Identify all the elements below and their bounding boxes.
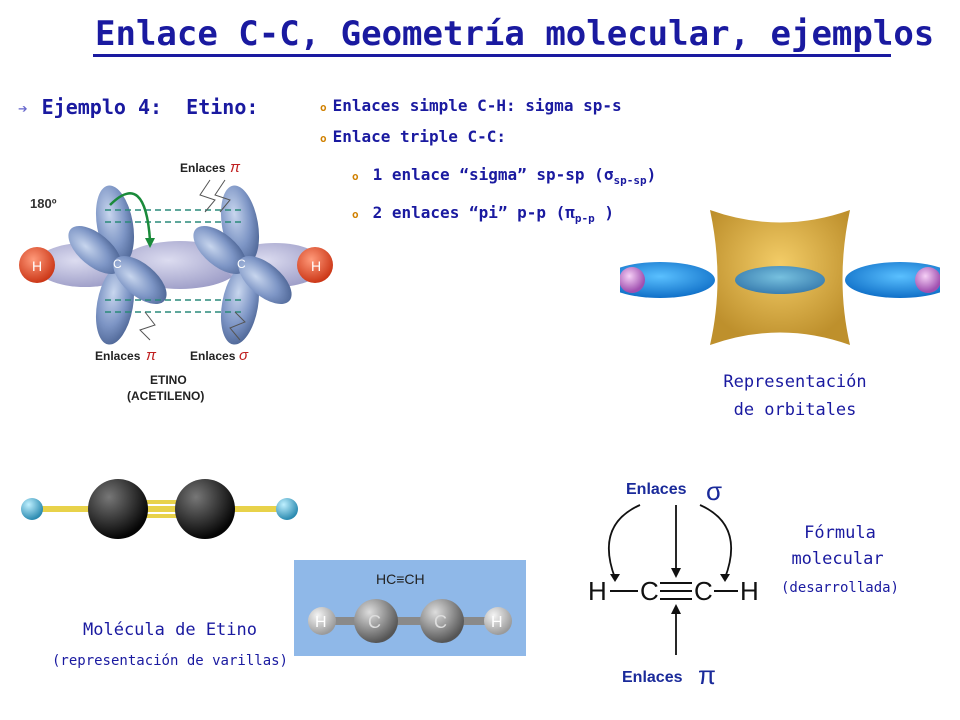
arrow-icon: ➔ xyxy=(18,99,28,118)
pi-lobe xyxy=(193,226,247,274)
sub-bullet-text: 2 enlaces “pi” p-p (π xyxy=(372,203,575,222)
atom-label: C xyxy=(368,612,381,632)
example-heading: ➔ Ejemplo 4: Etino: xyxy=(18,95,258,119)
sub-bullet-end: ) xyxy=(594,203,615,222)
acetileno-name: (ACETILENO) xyxy=(127,389,204,403)
atom-label: H xyxy=(740,576,759,606)
sigma-lobe xyxy=(845,262,940,298)
formula-caption-line2: molecular xyxy=(791,549,884,569)
rod-caption-line1: Molécula de Etino xyxy=(83,620,257,640)
atom-label: C xyxy=(694,576,713,606)
carbon-atom xyxy=(354,599,398,643)
pi-symbol: π xyxy=(230,159,241,176)
rod-model xyxy=(21,479,298,539)
sigma-lobe xyxy=(735,266,825,294)
sigma-symbol: σ xyxy=(706,476,722,506)
pi-lobe xyxy=(113,256,167,304)
atom-label: H xyxy=(32,258,42,274)
formula-label: HC≡CH xyxy=(376,571,425,587)
enlaces-pi-bottom-label: Enlaces xyxy=(95,349,141,363)
formula-caption-line3: (desarrollada) xyxy=(780,580,899,596)
atom-label: C xyxy=(434,612,447,632)
carbon-atom xyxy=(175,479,235,539)
atom-label: H xyxy=(491,614,503,631)
example-name: Etino: xyxy=(186,95,259,119)
bullet-item: o Enlace triple C-C: xyxy=(320,127,506,146)
atom-label: C xyxy=(113,257,122,271)
hydrogen-atom xyxy=(19,247,55,283)
pi-lobe xyxy=(68,226,122,274)
pi-lobe xyxy=(238,256,292,304)
example-label: Ejemplo 4: xyxy=(41,95,163,119)
sub-bullet-text: 1 enlace “sigma” sp-sp (σ xyxy=(372,165,614,184)
bullet-icon: o xyxy=(320,132,327,145)
enlaces-pi-top-label: Enlaces xyxy=(180,161,226,175)
rod-caption-line2: (representación de varillas) xyxy=(51,653,288,669)
ball-model: HC≡CH H C C H xyxy=(294,560,526,656)
atom-label: H xyxy=(311,258,321,274)
hydrogen-atom xyxy=(21,498,43,520)
etino-name: ETINO xyxy=(150,373,187,387)
orbitals-caption-line2: de orbitales xyxy=(733,400,857,420)
orbitals-caption-line1: Representación xyxy=(723,372,867,392)
pi-symbol: π xyxy=(146,347,157,364)
orbital-representation xyxy=(620,210,940,345)
enlaces-sigma-label: Enlaces xyxy=(626,481,687,498)
bullet-item: o Enlaces simple C-H: sigma sp-s xyxy=(320,96,622,115)
model-background xyxy=(294,560,526,656)
bullet-icon: o xyxy=(352,208,359,221)
carbon-atom xyxy=(420,599,464,643)
bullet-icon: o xyxy=(320,101,327,114)
arrow-head-icon xyxy=(610,574,620,582)
page-title: Enlace C-C, Geometría molecular, ejemplo… xyxy=(95,14,935,54)
atom-label: C xyxy=(237,257,246,271)
hydrogen-atom xyxy=(620,267,645,293)
title-underline xyxy=(93,54,891,57)
hydrogen-atom xyxy=(484,607,512,635)
atom-label: C xyxy=(640,576,659,606)
enlaces-sigma-label: Enlaces xyxy=(190,349,236,363)
sigma-lobe xyxy=(620,262,715,298)
sub-bullet-item: o 1 enlace “sigma” sp-sp (σsp-sp) xyxy=(352,165,656,187)
atom-label: H xyxy=(315,614,327,631)
bullet-icon: o xyxy=(352,170,359,183)
enlaces-pi-label: Enlaces xyxy=(622,669,683,686)
arrow-head-icon xyxy=(671,604,681,614)
pi-symbol: π xyxy=(698,660,716,690)
arrow-head-icon xyxy=(720,574,730,582)
carbon-atom xyxy=(88,479,148,539)
hydrogen-atom xyxy=(276,498,298,520)
etino-orbital-diagram: H H C C 180º Enlaces π Enlaces π Enlaces… xyxy=(19,159,333,403)
angle-label: 180º xyxy=(30,196,57,211)
sub-bullet-item: o 2 enlaces “pi” p-p (πp-p ) xyxy=(352,203,614,225)
bullet-text: Enlaces simple C-H: sigma sp-s xyxy=(332,96,622,115)
sub-bullet-end: ) xyxy=(646,165,657,184)
arrow-head-icon xyxy=(145,238,155,248)
atom-label: H xyxy=(588,576,607,606)
formula-caption-line1: Fórmula xyxy=(804,523,876,543)
hydrogen-atom xyxy=(308,607,336,635)
sigma-symbol: σ xyxy=(239,347,249,364)
sub-bullet-subscript: sp-sp xyxy=(613,174,647,188)
bond-rod xyxy=(35,506,285,512)
arrow-head-icon xyxy=(671,568,681,578)
sub-bullet-subscript: p-p xyxy=(574,212,595,226)
hydrogen-atom xyxy=(915,267,940,293)
angle-arrow xyxy=(109,192,152,241)
hydrogen-atom xyxy=(297,247,333,283)
structural-formula: Enlaces σ H C C H Enlaces π xyxy=(588,476,759,690)
bullet-text: Enlace triple C-C: xyxy=(332,127,507,146)
